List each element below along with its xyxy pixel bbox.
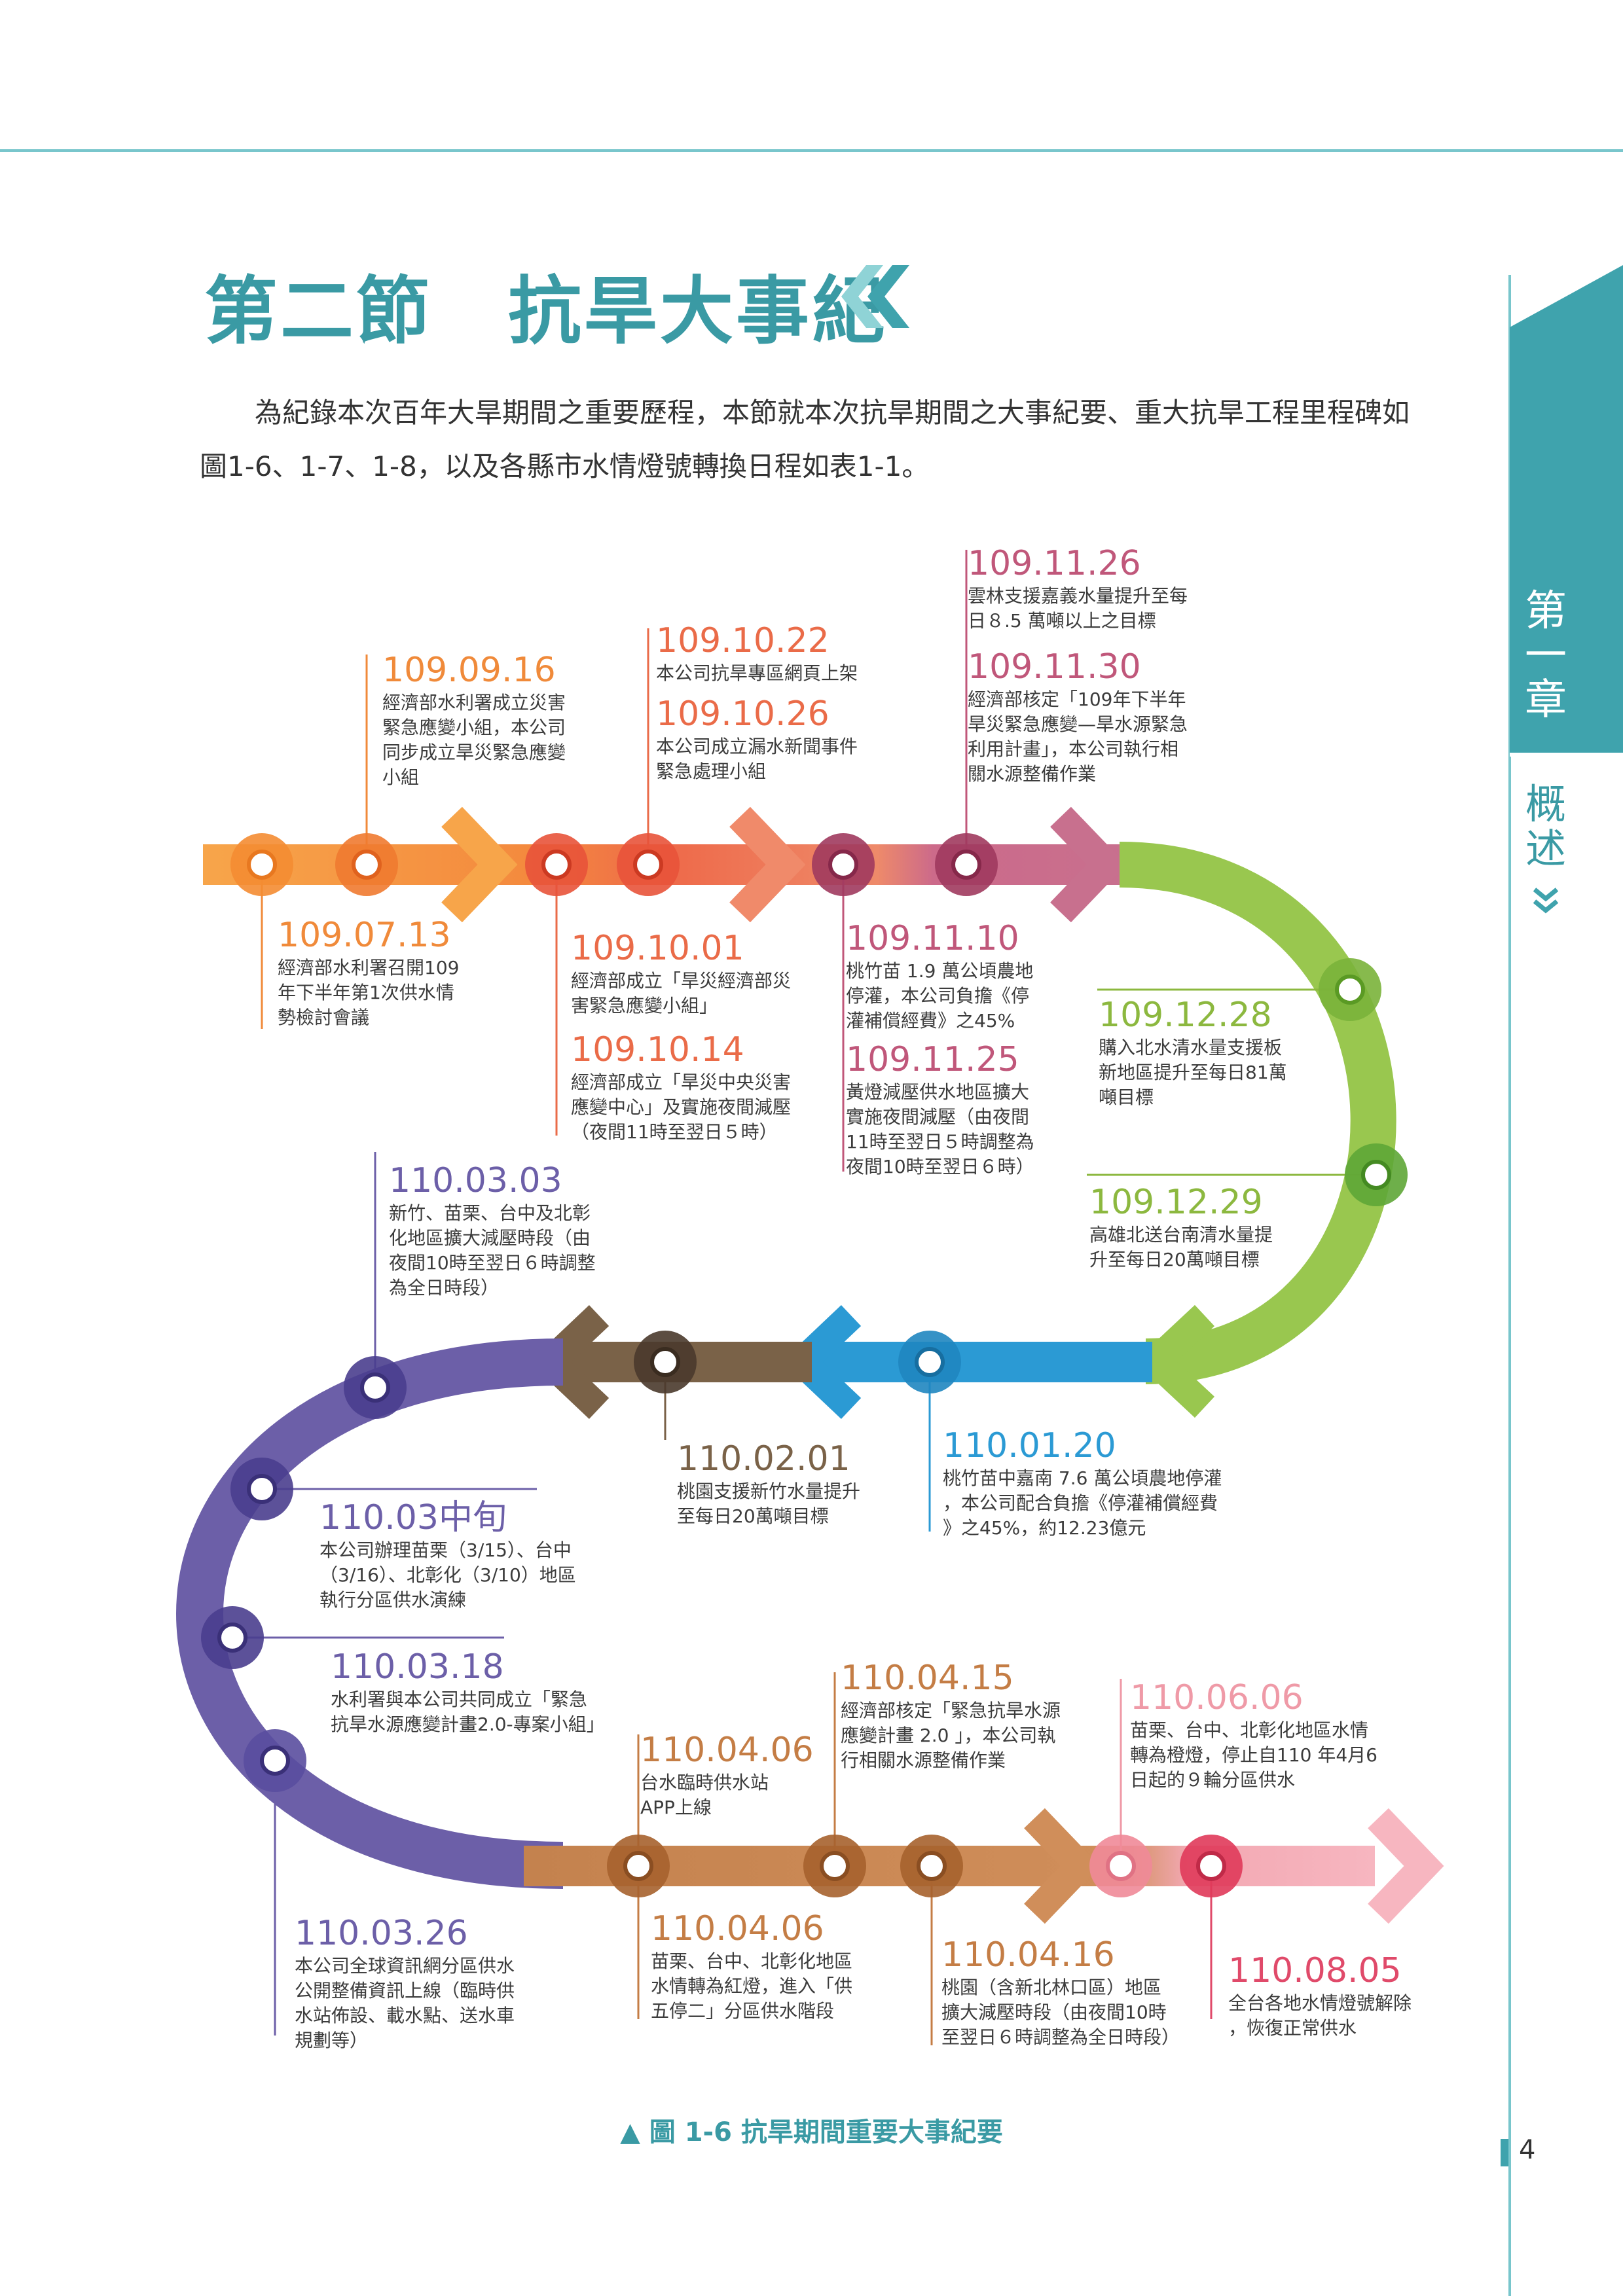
chapter-label: 第一章 bbox=[1525, 587, 1567, 725]
arrow-head bbox=[1024, 1808, 1101, 1924]
intro-paragraph: 為紀錄本次百年大旱期間之重要歷程，本節就本次抗旱期間之大事紀要、重大抗旱工程里程… bbox=[200, 397, 1410, 482]
timeline-event: 110.03中旬本公司辦理苗栗（3/15）、台中 （3/16）、北彰化（3/10… bbox=[319, 1498, 576, 1611]
figure-caption: ▲ 圖 1-6 抗旱期間重要大事紀要 bbox=[620, 2117, 1003, 2147]
side-rule bbox=[1508, 275, 1511, 2296]
arrow-head bbox=[1050, 806, 1127, 923]
header-rule bbox=[0, 149, 1623, 152]
timeline-graphic bbox=[176, 550, 1444, 2045]
arrow-head bbox=[1134, 1304, 1215, 1418]
milestone-markers bbox=[201, 833, 1408, 1897]
page-number: 4 bbox=[1519, 2135, 1536, 2165]
timeline-band-2021-q1 bbox=[812, 1342, 1152, 1382]
arrow-head bbox=[729, 806, 806, 923]
double-chevron-left-icon bbox=[828, 265, 920, 331]
chapter-tab bbox=[1510, 265, 1623, 755]
arrow-head bbox=[1368, 1808, 1444, 1924]
arrow-head bbox=[441, 806, 518, 923]
chevron-down-icon bbox=[1529, 887, 1562, 920]
timeline-band-2020-q4 bbox=[1119, 842, 1396, 1384]
page-number-marker bbox=[1501, 2139, 1508, 2166]
section-title: 第二節 抗旱大事紀 bbox=[204, 268, 888, 354]
chapter-tab-divider bbox=[1510, 753, 1623, 757]
chapter-title: 概述 bbox=[1525, 780, 1566, 872]
timeline-band-2021-q1b bbox=[176, 1338, 564, 1889]
